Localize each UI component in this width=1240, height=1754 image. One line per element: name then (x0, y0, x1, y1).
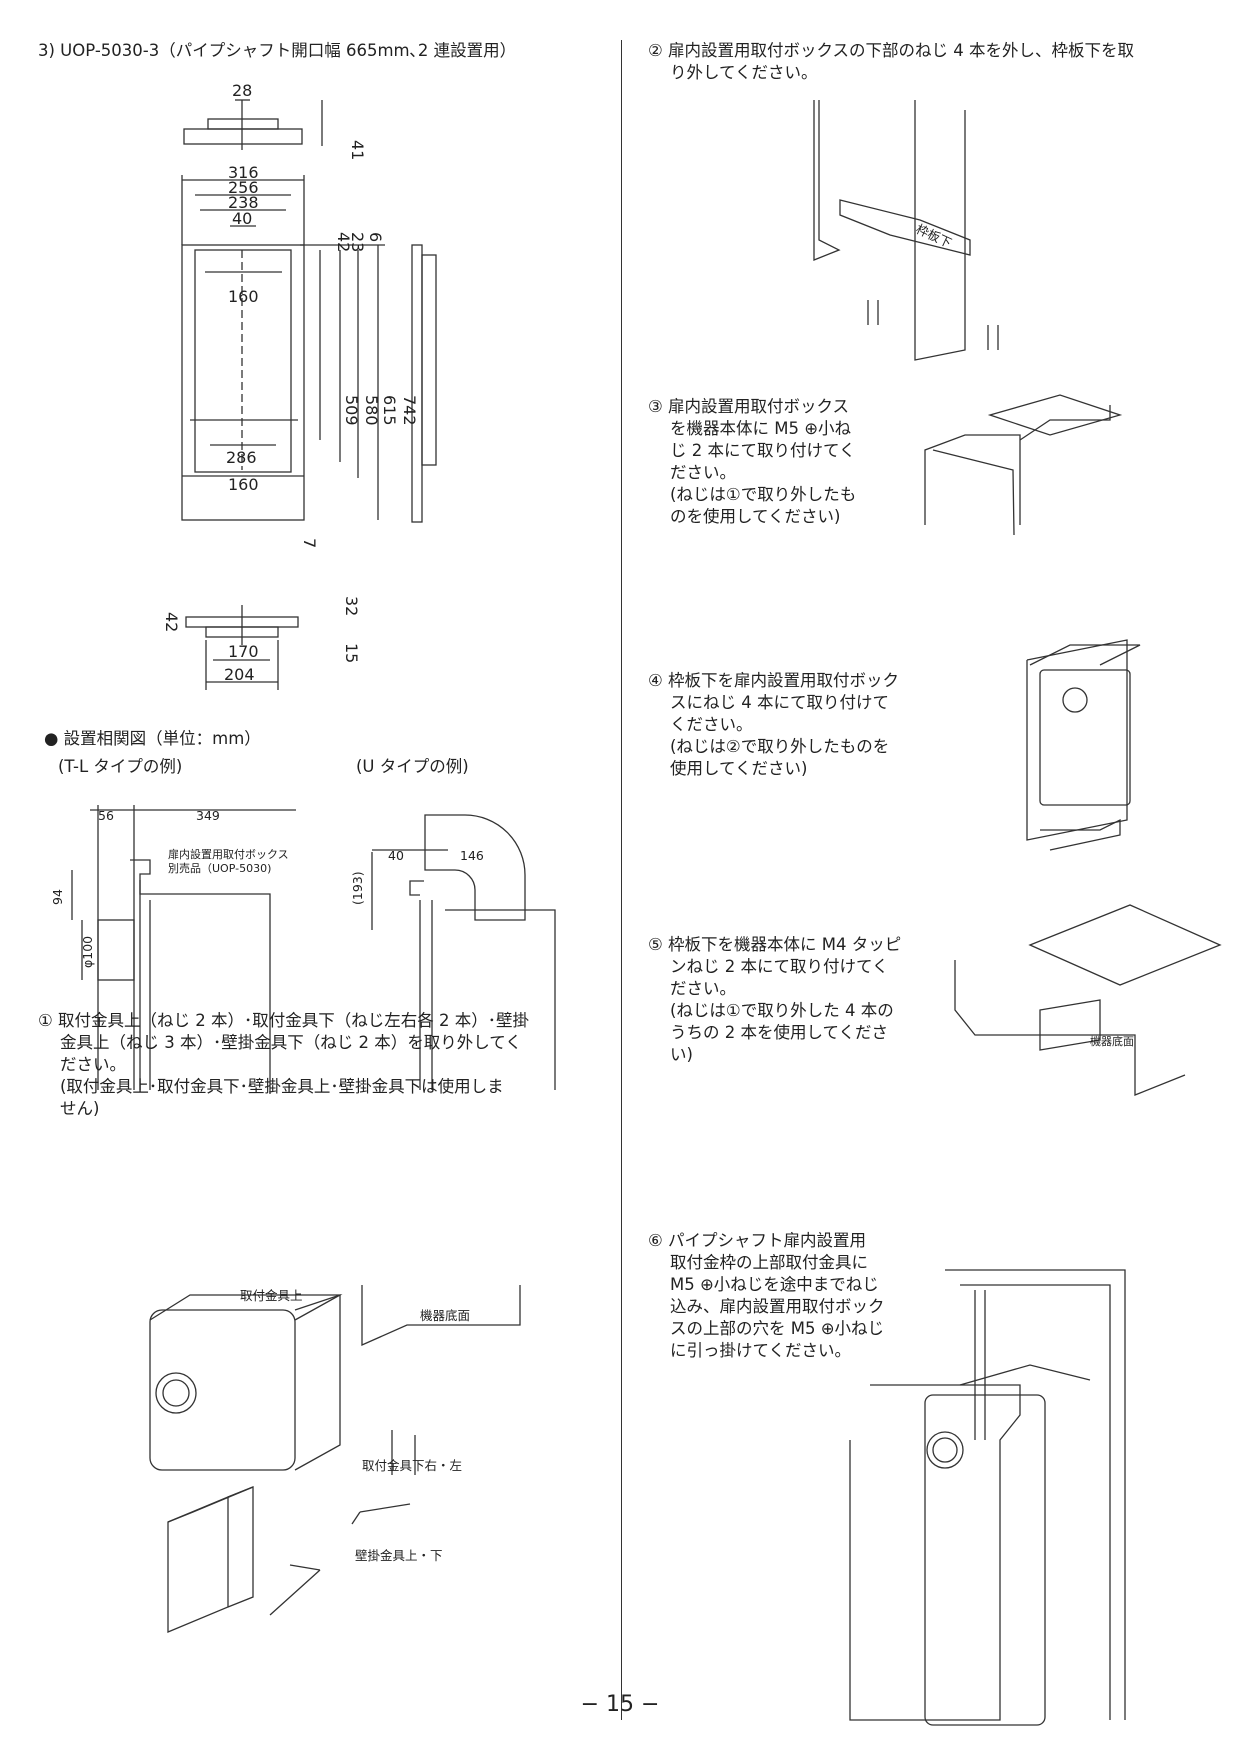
step-6-line: に引っ掛けてください。 (670, 1341, 852, 1360)
dim-615: 615 (380, 395, 399, 426)
dim-56: 56 (98, 808, 114, 823)
step-5-line: ⑤ 枠板下を機器本体に M4 タッピ (648, 935, 902, 954)
dim-u146: 146 (460, 848, 484, 863)
step-2: ② 扉内設置用取付ボックスの下部のねじ 4 本を外し、枠板下を取 り外してくださ… (648, 40, 1134, 84)
step-6-line: 取付金枠の上部取付金具に (670, 1253, 868, 1272)
dim-40: 40 (232, 209, 252, 228)
dim-349: 349 (196, 808, 220, 823)
dim-160: 160 (228, 287, 259, 306)
step-1-line: せん) (60, 1099, 100, 1118)
step-2-line: り外してください。 (670, 63, 818, 82)
tl-box-sublabel: 別売品（UOP-5030) (168, 862, 271, 875)
step-3-line: のを使用してください) (670, 507, 841, 526)
step-1-line: (取付金具上･取付金具下･壁掛金具上･壁掛金具下は使用しま (60, 1077, 504, 1096)
dim-7: 7 (300, 538, 319, 548)
dim-316: 316 (228, 163, 259, 182)
dim-phi100: φ100 (80, 936, 95, 968)
step-1: ① 取付金具上（ねじ 2 本）･取付金具下（ねじ左右各 2 本）･壁掛 金具上（… (38, 1010, 608, 1120)
step-5-line: ださい。 (670, 979, 736, 998)
dim-b15: 15 (342, 643, 361, 663)
section-heading: 3) UOP-5030-3（パイプシャフト開口幅 665mm､2 連設置用） (38, 41, 517, 60)
dim-160b: 160 (228, 475, 259, 494)
step-6-line: 込み、扉内設置用取付ボック (670, 1297, 885, 1316)
dim-509: 509 (342, 395, 361, 426)
label-wall-bracket: 壁掛金具上・下 (355, 1548, 443, 1563)
step-5-line: い) (670, 1045, 693, 1064)
step-3-line: (ねじは①で取り外したも (670, 485, 857, 504)
tl-box-label: 扉内設置用取付ボックス (168, 847, 289, 861)
dim-b42: 42 (162, 612, 181, 632)
step-5-line: うちの 2 本を使用してくださ (670, 1023, 888, 1042)
dim-23: 23 (348, 232, 367, 252)
step-4-line: 使用してください) (670, 759, 808, 778)
dim-256: 256 (228, 178, 259, 197)
step-3-line: じ 2 本にて取り付けてく (670, 441, 856, 460)
step-6-line: M5 ⊕小ねじを途中までねじ (670, 1275, 879, 1294)
step-4-line: (ねじは②で取り外したものを (670, 737, 890, 756)
dim-94: 94 (50, 889, 65, 905)
label-bottom-bracket: 取付金具下右・左 (362, 1458, 462, 1473)
dim-u193: (193) (350, 871, 365, 905)
step-6: ⑥ パイプシャフト扉内設置用 取付金枠の上部取付金具に M5 ⊕小ねじを途中まで… (648, 1230, 885, 1362)
step-1-line: ① 取付金具上（ねじ 2 本）･取付金具下（ねじ左右各 2 本）･壁掛 (38, 1011, 530, 1030)
step-1-line: ださい。 (60, 1055, 126, 1074)
label-bottom-face-right: 機器底面 (1090, 1034, 1134, 1048)
dim-b170: 170 (228, 642, 259, 661)
step-5: ⑤ 枠板下を機器本体に M4 タッピ ンねじ 2 本にて取り付けてく ださい。 … (648, 934, 901, 1066)
dim-b204: 204 (224, 665, 255, 684)
dim-42: 42 (334, 232, 353, 252)
step-6-line: ⑥ パイプシャフト扉内設置用 (648, 1231, 867, 1250)
tl-type-example: (T-L タイプの例) (58, 757, 183, 776)
dim-6: 6 (366, 232, 385, 242)
step-1-line: 金具上（ねじ 3 本）･壁掛金具下（ねじ 2 本）を取り外してく (60, 1033, 522, 1052)
step-2-line: ② 扉内設置用取付ボックスの下部のねじ 4 本を外し、枠板下を取 (648, 41, 1135, 60)
step-4-line: ください。 (670, 715, 753, 734)
dim-28: 28 (232, 81, 252, 100)
column-divider (621, 40, 622, 1720)
dim-580: 580 (362, 395, 381, 426)
dim-238: 238 (228, 193, 259, 212)
relation-diagram-title: ● 設置相関図（単位：mm） (44, 729, 261, 748)
dim-41: 41 (348, 140, 367, 160)
label-frame-bottom: 枠板下 (914, 221, 954, 250)
step-5-line: ンねじ 2 本にて取り付けてく (670, 957, 889, 976)
step-3-line: ③ 扉内設置用取付ボックス (648, 397, 850, 416)
u-type-example: (U タイプの例) (356, 757, 469, 776)
step-3-line: ださい。 (670, 463, 736, 482)
step-4-line: スにねじ 4 本にて取り付けて (670, 693, 889, 712)
dim-b32: 32 (342, 596, 361, 616)
dim-742: 742 (400, 395, 419, 426)
step-4: ④ 枠板下を扉内設置用取付ボック スにねじ 4 本にて取り付けて ください。 (… (648, 670, 899, 780)
page-number: − 15 − (580, 1692, 660, 1717)
step-4-line: ④ 枠板下を扉内設置用取付ボック (648, 671, 900, 690)
label-top-bracket: 取付金具上 (240, 1288, 303, 1303)
dim-286: 286 (226, 448, 257, 467)
step-6-line: スの上部の穴を M5 ⊕小ねじ (670, 1319, 885, 1338)
label-bottom-face: 機器底面 (420, 1308, 470, 1323)
step-5-line: (ねじは①で取り外した 4 本の (670, 1001, 894, 1020)
step-3-line: を機器本体に M5 ⊕小ね (670, 419, 852, 438)
step-3: ③ 扉内設置用取付ボックス を機器本体に M5 ⊕小ね じ 2 本にて取り付けて… (648, 396, 856, 528)
dim-u40: 40 (388, 848, 404, 863)
